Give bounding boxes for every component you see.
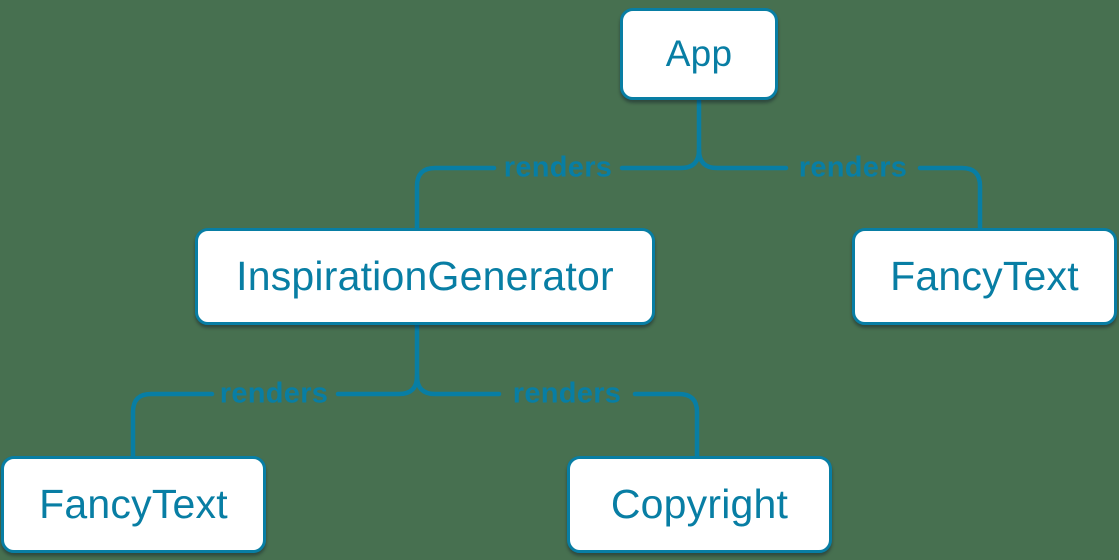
edge-app-inspirationgenerator-2 xyxy=(414,165,497,233)
edge-label-renders-app-ig: renders xyxy=(503,151,613,184)
edge-label-renders-ig-fancytext: renders xyxy=(219,377,329,410)
node-app: App xyxy=(620,8,778,100)
edge-label-renders-ig-copyright: renders xyxy=(512,377,622,410)
edge-app-fancytext xyxy=(696,147,789,171)
node-inspiration-generator: InspirationGenerator xyxy=(195,228,655,325)
edge-ig-fancytext xyxy=(335,373,420,397)
edge-app-inspirationgenerator xyxy=(619,147,702,171)
node-fancytext-left: FancyText xyxy=(1,456,266,553)
edge-ig-copyright-2 xyxy=(632,391,700,461)
node-copyright: Copyright xyxy=(567,456,832,553)
node-fancytext-right: FancyText xyxy=(852,228,1117,325)
edge-ig-fancytext-2 xyxy=(130,391,215,461)
edge-app-fancytext-2 xyxy=(917,165,983,233)
edge-label-renders-app-fancytext: renders xyxy=(798,151,908,184)
edge-ig-copyright xyxy=(414,373,502,397)
